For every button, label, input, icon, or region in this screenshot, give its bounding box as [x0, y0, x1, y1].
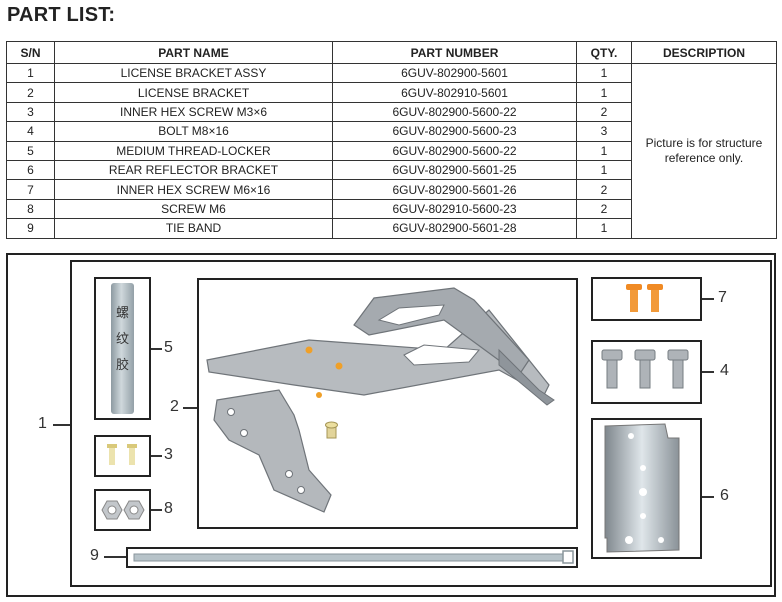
cell-part-number: 6GUV-802900-5601-28 — [332, 218, 577, 239]
leader-line — [702, 298, 714, 300]
leader-line — [183, 407, 197, 409]
header-part-number: PART NUMBER — [332, 41, 577, 64]
parts-table: S/N PART NAME PART NUMBER QTY. DESCRIPTI… — [6, 41, 777, 239]
table-header-row: S/N PART NAME PART NUMBER QTY. DESCRIPTI… — [6, 41, 777, 64]
leader-line — [702, 496, 714, 498]
callout-7: 7 — [718, 289, 727, 306]
tube-label-char: 胶 — [116, 357, 129, 373]
kit-contents-frame: 螺纹胶 5 3 8 2 — [70, 260, 772, 587]
cell-sn: 6 — [6, 159, 55, 181]
cell-part-number: 6GUV-802900-5601 — [332, 62, 577, 84]
cell-part-number: 6GUV-802900-5600-23 — [332, 121, 577, 142]
header-description: DESCRIPTION — [631, 41, 777, 64]
cell-qty: 1 — [576, 62, 632, 84]
cell-part-number: 6GUV-802910-5601 — [332, 82, 577, 103]
cell-qty: 1 — [576, 140, 632, 161]
cell-part-number: 6GUV-802900-5601-25 — [332, 159, 577, 181]
cell-sn: 2 — [6, 82, 55, 103]
cell-part-number: 6GUV-802910-5600-23 — [332, 198, 577, 220]
cell-part-number: 6GUV-802900-5601-26 — [332, 179, 577, 200]
cell-part-name: LICENSE BRACKET — [54, 82, 333, 103]
part-4-box — [591, 340, 702, 404]
bolt-m8-icon — [601, 349, 689, 389]
cell-part-name: INNER HEX SCREW M3×6 — [54, 101, 333, 123]
callout-2: 2 — [170, 398, 179, 415]
cell-part-name: LICENSE BRACKET ASSY — [54, 62, 333, 84]
cell-qty: 2 — [576, 198, 632, 220]
cell-qty: 2 — [576, 179, 632, 200]
thread-locker-tube-icon: 螺纹胶 — [111, 283, 134, 414]
header-sn: S/N — [6, 41, 55, 64]
hex-nut-icon — [101, 500, 145, 520]
cell-part-number: 6GUV-802900-5600-22 — [332, 140, 577, 161]
leader-line — [53, 424, 70, 426]
cell-sn: 8 — [6, 198, 55, 220]
tie-band-icon — [133, 550, 574, 564]
callout-4: 4 — [720, 362, 729, 379]
part-6-box — [591, 418, 702, 559]
part-2-box — [197, 278, 578, 529]
cell-qty: 1 — [576, 218, 632, 239]
cell-sn: 3 — [6, 101, 55, 123]
cell-qty: 1 — [576, 82, 632, 103]
header-part-name: PART NAME — [54, 41, 333, 64]
header-qty: QTY. — [576, 41, 632, 64]
parts-diagram: 1 螺纹胶 5 3 — [6, 253, 776, 597]
callout-9: 9 — [90, 547, 99, 564]
license-bracket-icon — [206, 287, 555, 513]
part-3-box — [94, 435, 151, 477]
leader-line — [104, 556, 126, 558]
part-7-box — [591, 277, 702, 321]
part-5-box: 螺纹胶 — [94, 277, 151, 420]
tube-label-char: 螺 — [116, 306, 129, 321]
leader-line — [702, 371, 714, 373]
cell-part-name: BOLT M8×16 — [54, 121, 333, 142]
cell-sn: 1 — [6, 62, 55, 84]
part-8-box — [94, 489, 151, 531]
tube-label-char: 纹 — [116, 332, 129, 347]
cell-qty: 2 — [576, 101, 632, 123]
rear-reflector-bracket-icon — [604, 423, 680, 553]
leader-line — [151, 348, 162, 350]
leader-line — [151, 509, 162, 511]
callout-5: 5 — [164, 339, 173, 356]
cell-part-name: INNER HEX SCREW M6×16 — [54, 179, 333, 200]
cell-part-name: SCREW M6 — [54, 198, 333, 220]
cell-part-number: 6GUV-802900-5600-22 — [332, 101, 577, 123]
cell-sn: 4 — [6, 121, 55, 142]
cell-sn: 7 — [6, 179, 55, 200]
cell-part-name: REAR REFLECTOR BRACKET — [54, 159, 333, 181]
cell-part-name: TIE BAND — [54, 218, 333, 239]
callout-3: 3 — [164, 446, 173, 463]
inner-hex-screw-m6-icon — [626, 284, 663, 312]
cell-sn: 9 — [6, 218, 55, 239]
svg-text:螺纹胶: 螺纹胶 — [116, 306, 129, 373]
cell-qty: 1 — [576, 159, 632, 181]
cell-qty: 3 — [576, 121, 632, 142]
page-title: PART LIST: — [7, 4, 116, 26]
leader-line — [151, 455, 162, 457]
cell-description: Picture is for structure reference only. — [631, 63, 777, 239]
callout-1: 1 — [38, 415, 47, 432]
cell-part-name: MEDIUM THREAD-LOCKER — [54, 140, 333, 161]
cell-sn: 5 — [6, 140, 55, 161]
part-9-box — [126, 547, 578, 568]
inner-hex-screw-m3-icon — [107, 444, 137, 465]
callout-8: 8 — [164, 500, 173, 517]
callout-6: 6 — [720, 487, 729, 504]
